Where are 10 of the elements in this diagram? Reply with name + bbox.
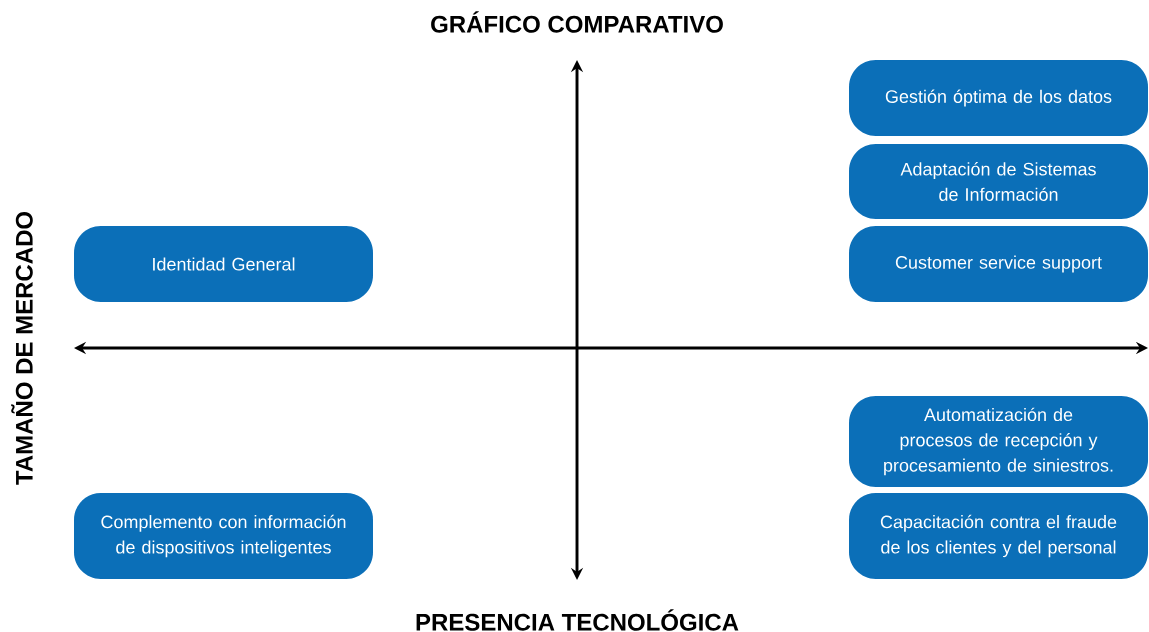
axis-label: PRESENCIA TECNOLÓGICA bbox=[416, 609, 739, 631]
rounded-box: Customer service support bbox=[849, 226, 1148, 302]
rounded-box: Complemento con información de dispositivos inteligentes bbox=[74, 493, 373, 579]
rounded-box: Adaptación de Sistemas de Información bbox=[849, 144, 1148, 219]
chart-title: GRÁFICO COMPARATIVO bbox=[431, 11, 723, 33]
rounded-box: Automatización de procesos de recepción y procesamiento de siniestros. bbox=[849, 396, 1148, 487]
rounded-box: Gestión óptima de los datos bbox=[849, 60, 1148, 136]
rounded-box: Identidad General bbox=[74, 226, 373, 302]
rounded-box: Capacitación contra el fraude de los clientes y del personal bbox=[849, 493, 1148, 579]
axis-label: TAMAÑO DE MERCADO bbox=[11, 211, 33, 485]
